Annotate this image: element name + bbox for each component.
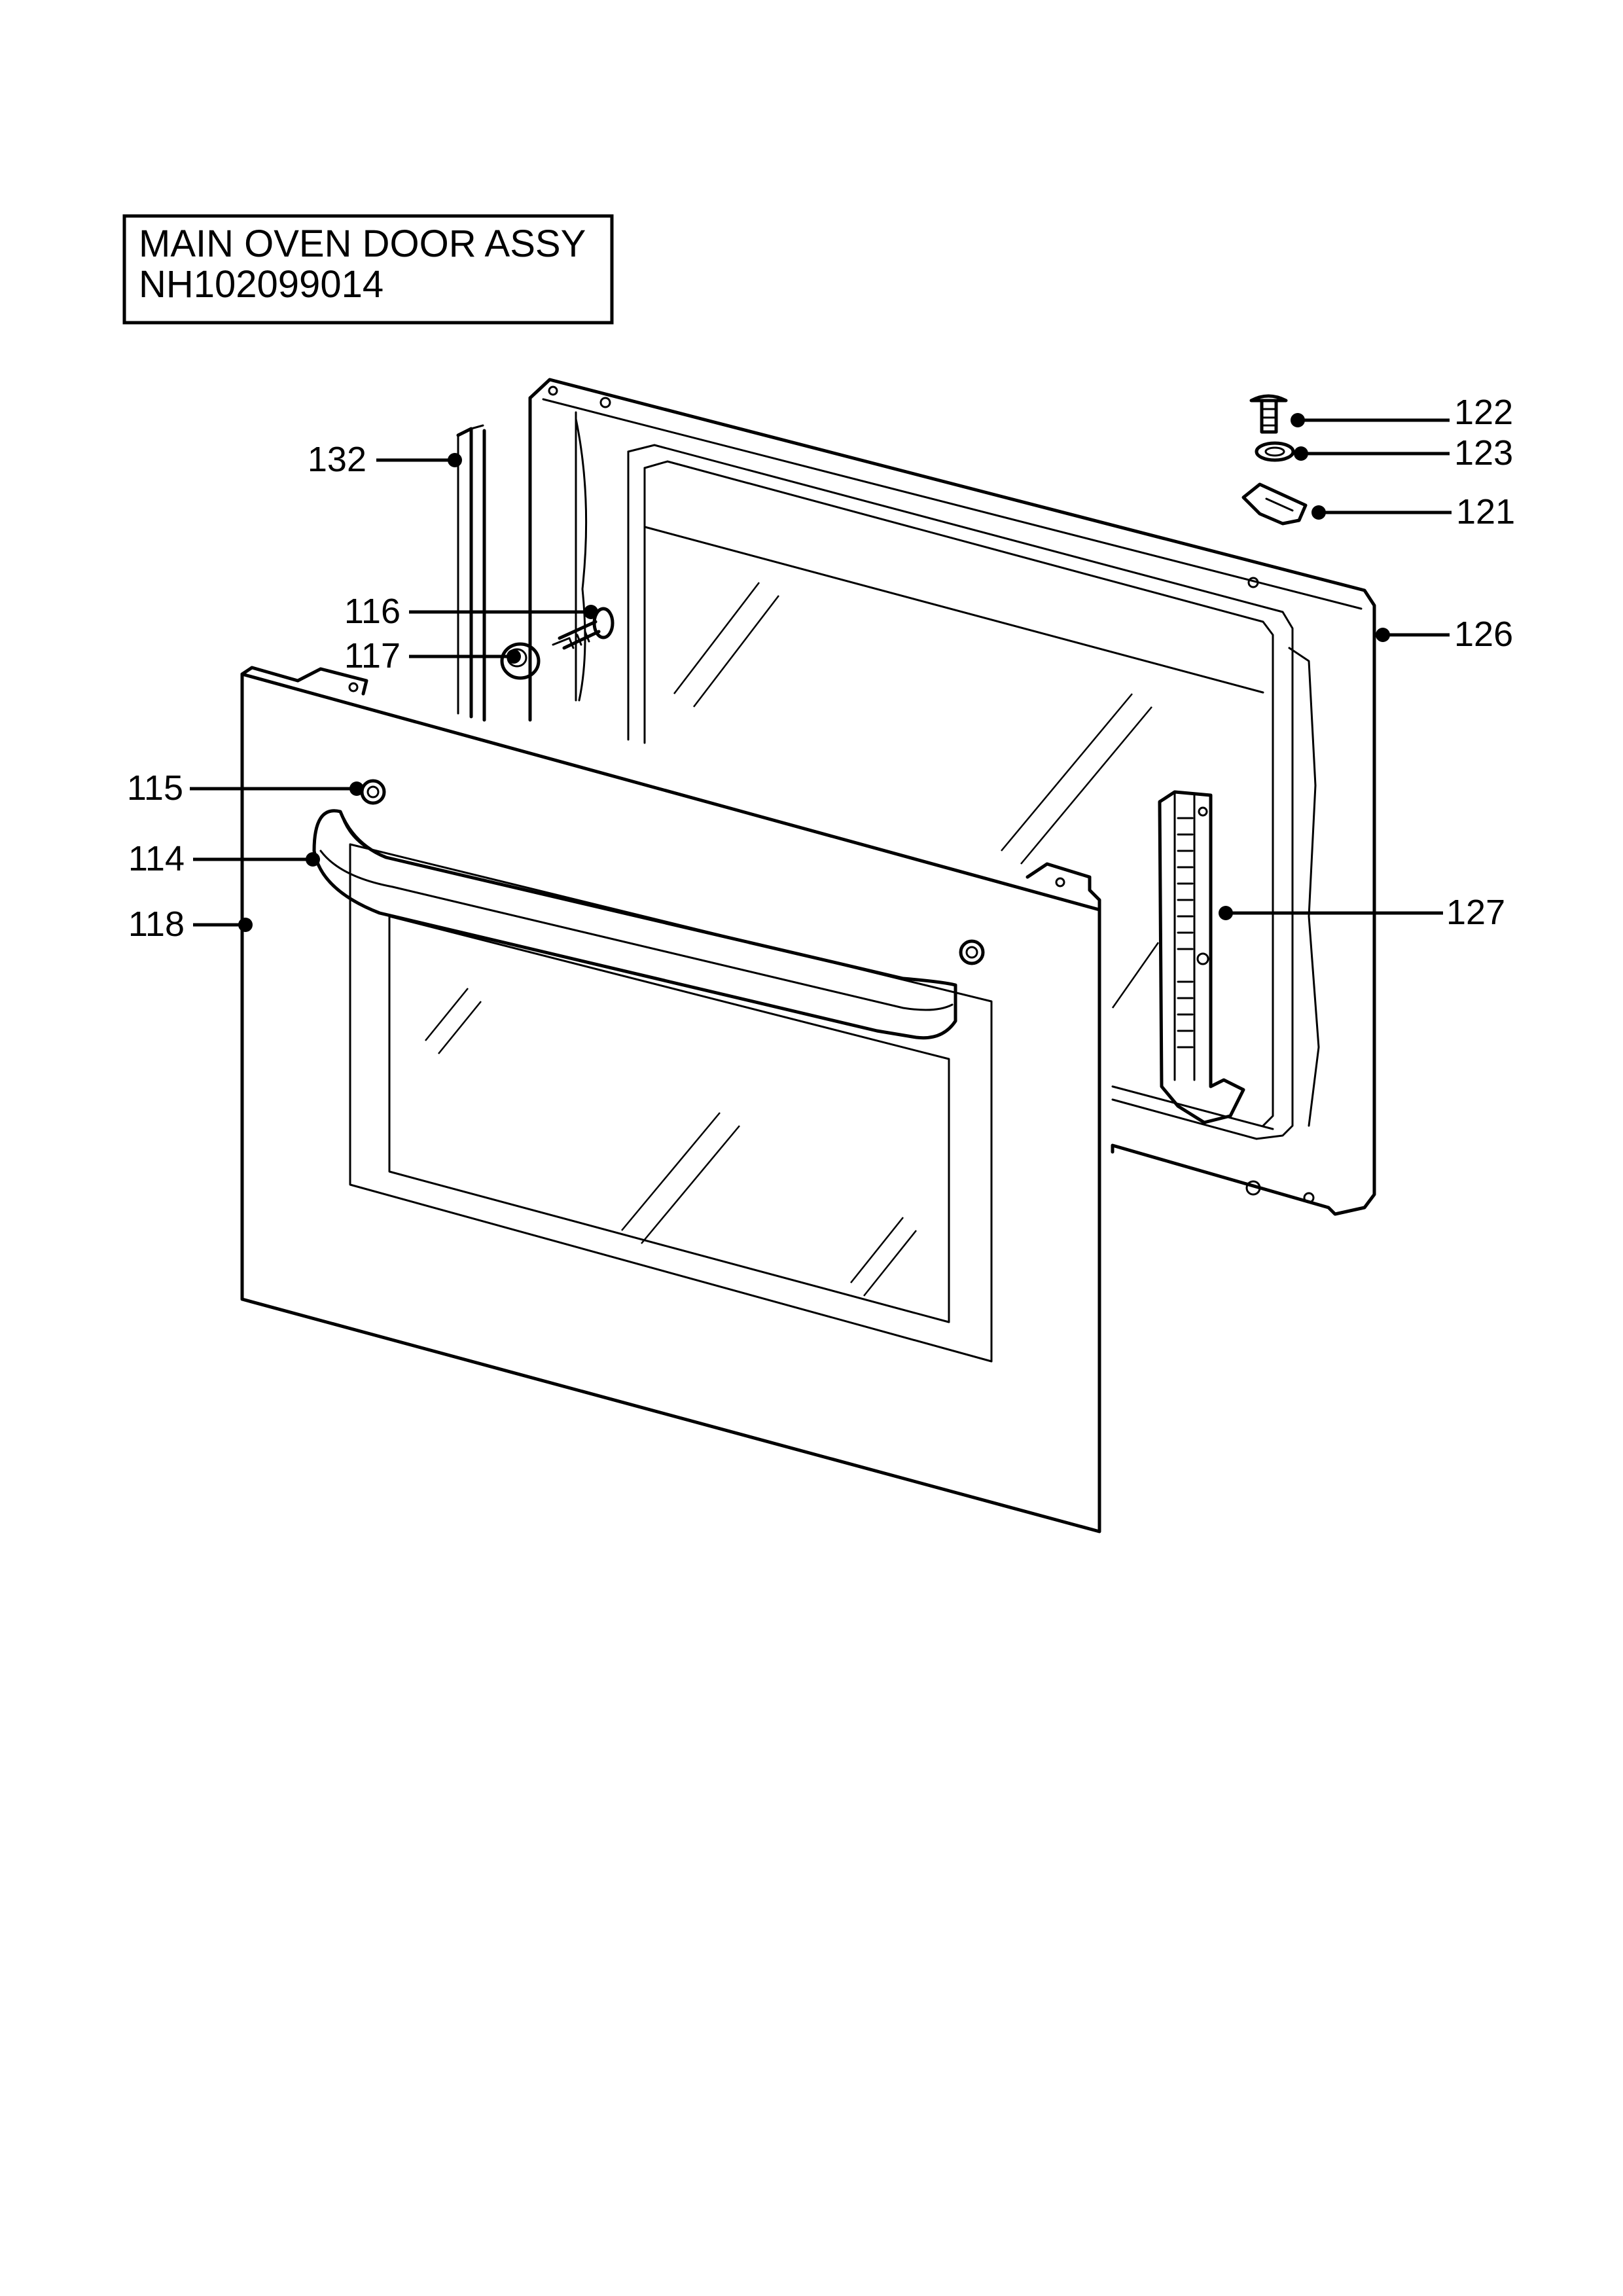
front-door-panel [240,666,1101,1534]
callout-122: 122 [1454,393,1513,432]
fixing-screw [558,607,615,650]
inner-door-frame [528,378,1376,1216]
callout-116: 116 [344,592,401,631]
callout-126: 126 [1454,615,1513,654]
clip-121 [1241,482,1308,526]
callout-127: 127 [1446,893,1505,932]
leader-lines [190,413,1452,932]
door-hinge [1158,790,1245,1124]
callout-132: 132 [308,440,366,479]
door-handle [312,809,957,1040]
title-line-2: NH102099014 [139,263,383,306]
screw-122 [1249,394,1288,434]
callout-114: 114 [128,839,185,878]
callout-115: 115 [127,768,183,808]
washer-123 [1255,441,1295,462]
title-box: MAIN OVEN DOOR ASSY NH102099014 [122,214,614,325]
callout-labels: 132 116 117 115 114 118 122 123 121 126 … [127,393,1515,944]
callout-118: 118 [128,905,185,944]
side-seal-strip [456,424,486,722]
callout-121: 121 [1456,492,1515,531]
callout-123: 123 [1454,433,1513,473]
callout-117: 117 [344,636,401,675]
title-line-1: MAIN OVEN DOOR ASSY [139,223,586,265]
